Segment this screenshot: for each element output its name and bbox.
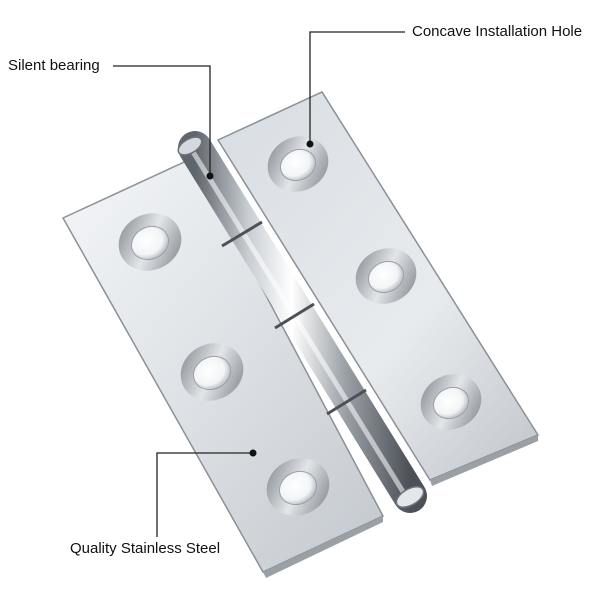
stainless-steel-leader	[156, 452, 253, 537]
silent-bearing-leader	[113, 65, 211, 176]
stainless-steel-dot	[249, 449, 257, 457]
stainless-steel-label: Quality Stainless Steel	[70, 540, 221, 557]
hole	[266, 458, 330, 516]
right-leaf-holes	[267, 136, 482, 430]
left-leaf-holes	[118, 213, 330, 516]
concave-hole-dot	[306, 140, 314, 148]
silent-bearing-label: Silent bearing	[8, 57, 100, 74]
hinge-knuckle	[177, 131, 427, 513]
hole	[118, 213, 182, 271]
hole	[180, 343, 244, 401]
hole	[420, 374, 482, 430]
concave-hole-label: Concave Installation Hole	[412, 23, 583, 40]
silent-bearing-dot	[206, 172, 214, 180]
callout-lines	[113, 31, 405, 537]
concave-hole-leader	[309, 31, 405, 144]
hole	[267, 136, 329, 192]
hole	[355, 248, 417, 304]
